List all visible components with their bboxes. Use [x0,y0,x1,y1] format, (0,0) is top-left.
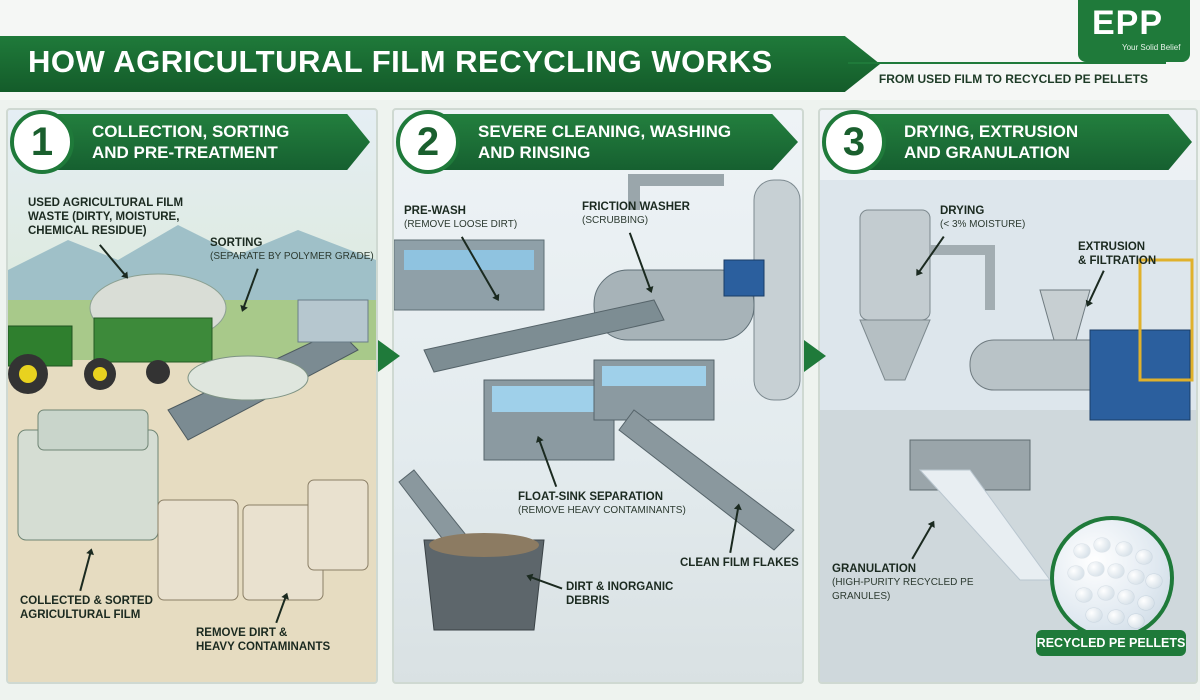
dryer-cyclone [859,209,931,321]
flow-arrow-icon [804,340,826,372]
step-2-banner [430,114,798,170]
flake-conveyor [618,409,795,551]
brand-logo: EPP Your Solid Belief [1078,0,1190,62]
step-1-title: COLLECTION, SORTING AND PRE-TREATMENT [92,122,290,162]
recycled-pellets-badge: RECYCLED PE PELLETS [1036,630,1186,656]
step-2-title: SEVERE CLEANING, WASHING AND RINSING [478,122,732,162]
feed-conveyor [423,299,665,373]
pipe [628,174,724,210]
trailer [93,317,213,363]
page-subtitle: FROM USED FILM TO RECYCLED PE PELLETS [878,72,1148,86]
label-drying: DRYING(< 3% MOISTURE) [940,205,1026,230]
logo-tagline: Your Solid Belief [1122,43,1181,52]
hopper [297,299,369,343]
step-1-panel [6,108,378,684]
label-sorting: SORTING(SEPARATE BY POLYMER GRADE) [210,237,374,262]
label-dirt-debris: DIRT & INORGANIC DEBRIS [566,581,674,607]
step-2-number: 2 [396,110,460,174]
step-1-number: 1 [10,110,74,174]
label-remove-dirt: REMOVE DIRT & HEAVY CONTAMINANTS [196,627,331,653]
label-used-film-waste: USED AGRICULTURAL FILM WASTE (DIRTY, MOI… [28,197,184,237]
bulk-bag [157,499,239,601]
step-3-illustration [820,180,1196,682]
step-1-illustration [8,225,376,682]
flow-arrow-icon [378,340,400,372]
label-friction-washer: FRICTION WASHER(SCRUBBING) [582,201,690,226]
subtitle-divider [848,62,1166,64]
page-title: HOW AGRICULTURAL FILM RECYCLING WORKS [28,44,773,79]
mountains [8,225,376,310]
railing [1138,258,1194,382]
label-clean-flakes: CLEAN FILM FLAKES [680,557,799,569]
step-2-panel [392,108,804,684]
step-3-banner [856,114,1192,170]
motor [723,259,765,297]
label-collected-film: COLLECTED & SORTED AGRICULTURAL FILM [20,595,153,621]
step-2-illustration [394,174,801,631]
step-3-title: DRYING, EXTRUSION AND GRANULATION [904,122,1079,162]
label-extrusion: EXTRUSION & FILTRATION [1078,241,1157,267]
pellets-closeup [1050,516,1174,640]
label-granulation: GRANULATION(HIGH-PURITY RECYCLED PE GRAN… [832,563,974,602]
label-pre-wash: PRE-WASH(REMOVE LOOSE DIRT) [404,205,518,230]
label-float-sink: FLOAT-SINK SEPARATION(REMOVE HEAVY CONTA… [518,491,686,516]
logo-name: EPP [1092,4,1164,42]
title-band [0,36,880,92]
step-3-number: 3 [822,110,886,174]
extruder-hopper [1039,289,1091,341]
step-1-banner [44,114,370,170]
